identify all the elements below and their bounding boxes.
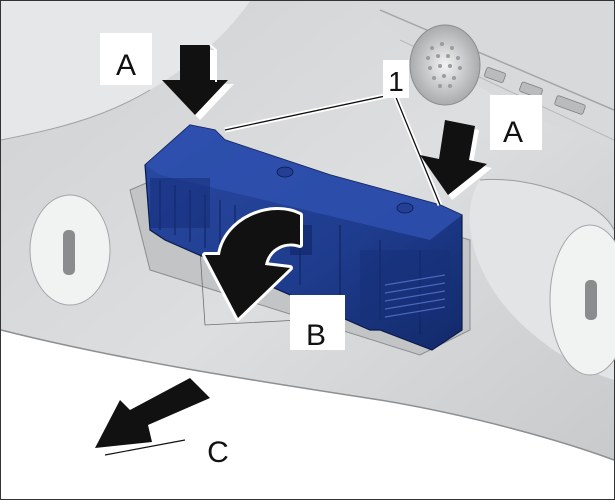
control-module: [144, 124, 463, 351]
svg-text:C: C: [207, 436, 229, 469]
speaker-grille: [409, 24, 481, 106]
contour-line-1: [0, 89, 151, 141]
right-cutout: [549, 224, 615, 376]
svg-text:1: 1: [388, 66, 404, 97]
panel-lower-edge: [1, 330, 614, 499]
label-c: C: [207, 436, 229, 469]
contour-line-2: [479, 178, 615, 231]
rail-line: [379, 9, 615, 111]
label-a-right: A: [490, 95, 542, 150]
svg-text:A: A: [503, 116, 523, 149]
left-cutout: [29, 194, 111, 306]
arrow-down-icon: [420, 120, 492, 200]
label-b: B: [290, 295, 345, 352]
arrow-diagonal-icon: [92, 375, 213, 456]
svg-text:B: B: [306, 319, 326, 352]
guide-line: [199, 249, 301, 326]
label-a-left: A: [100, 33, 152, 85]
curved-arrow-icon: [202, 207, 303, 321]
arrow-down-icon: [162, 44, 234, 120]
svg-text:A: A: [116, 49, 136, 82]
panel-edge-line: [0, 329, 615, 461]
label-callout-1: 1: [383, 60, 409, 98]
callout-leader-lines: [224, 92, 443, 206]
fastener-cluster: [484, 67, 586, 115]
